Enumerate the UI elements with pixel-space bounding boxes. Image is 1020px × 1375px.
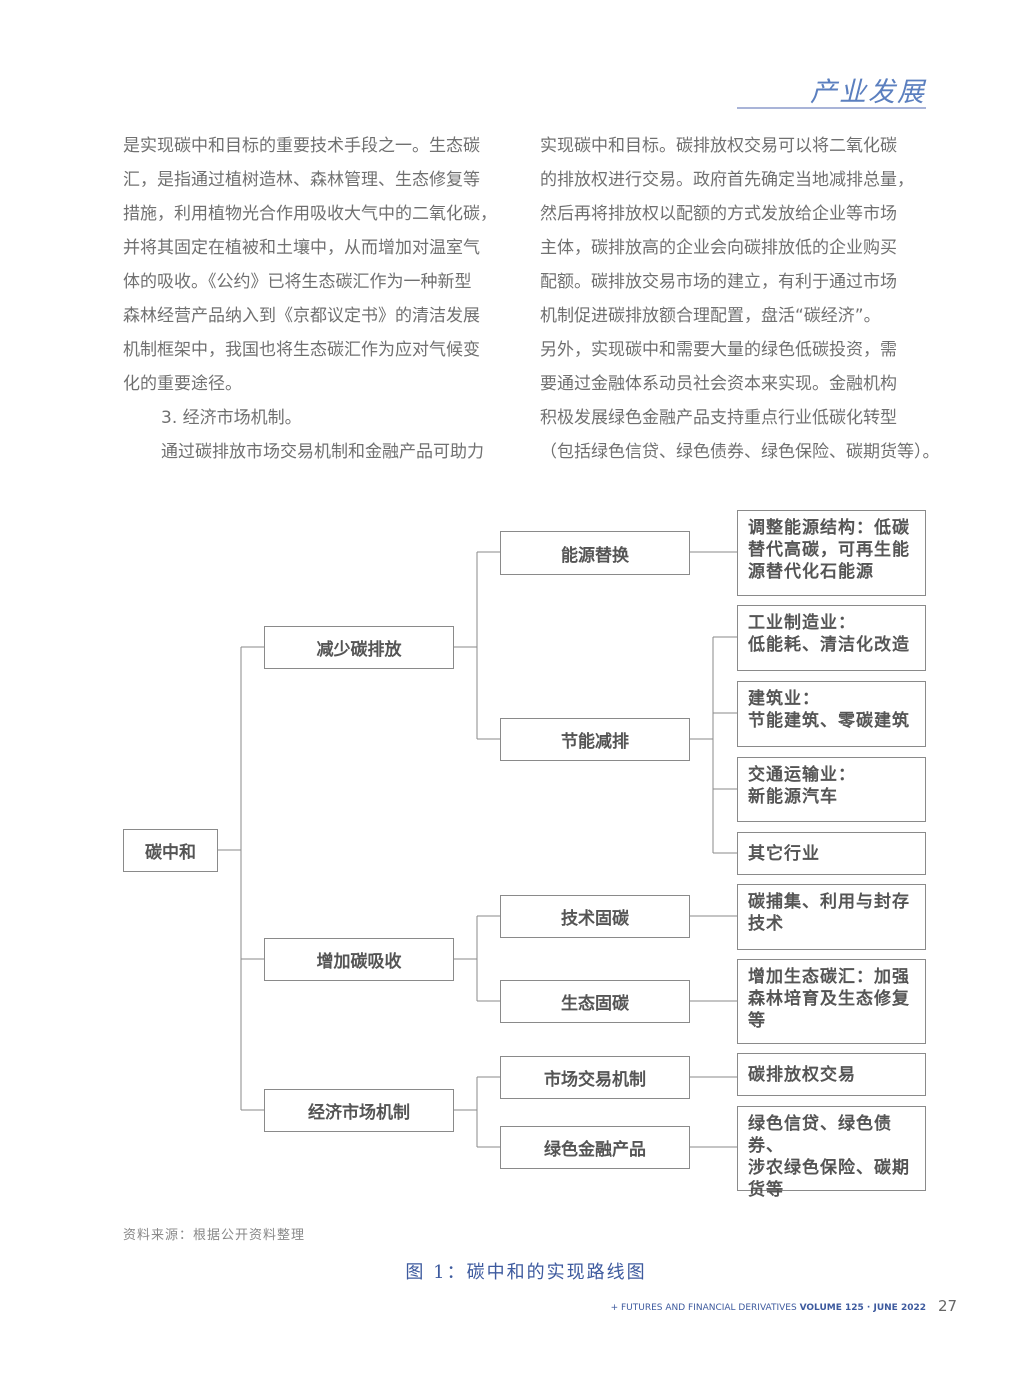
text-line: 配额。碳排放交易市场的建立，有利于通过市场 (540, 272, 897, 292)
node-text-line: 低能耗、清洁化改造 (748, 635, 910, 655)
node-text-line: 技术 (748, 914, 784, 934)
text-line: 措施，利用植物光合作用吸收大气中的二氧化碳， (123, 204, 497, 224)
node-text: 碳排放权交易 (748, 1064, 856, 1086)
node-level3: 绿色信贷、绿色债券、涉农绿色保险、碳期货等 (737, 1106, 926, 1200)
section-divider (737, 107, 926, 109)
node-level1: 减少碳排放 (264, 626, 454, 669)
node-text-line: 节能建筑、零碳建筑 (748, 711, 910, 731)
text-line: 化的重要途径。 (123, 374, 242, 394)
node-level3: 建筑业：节能建筑、零碳建筑 (737, 681, 926, 747)
text-line: 积极发展绿色金融产品支持重点行业低碳化转型 (540, 408, 897, 428)
text-line: 汇，是指通过植树造林、森林管理、生态修复等 (123, 170, 480, 190)
node-level3: 其它行业 (737, 832, 926, 875)
node-level3: 交通运输业：新能源汽车 (737, 757, 926, 822)
text-line: 通过碳排放市场交易机制和金融产品可助力 (161, 442, 484, 462)
text-line: 实现碳中和目标。碳排放权交易可以将二氧化碳 (540, 136, 897, 156)
body-column-right: 实现碳中和目标。碳排放权交易可以将二氧化碳的排放权进行交易。政府首先确定当地减排… (540, 129, 940, 469)
node-text: 碳捕集、利用与封存技术 (748, 891, 917, 935)
node-text-line: 碳排放权交易 (748, 1064, 856, 1085)
text-line: 然后再将排放权以配额的方式发放给企业等市场 (540, 204, 897, 224)
node-level3: 工业制造业：低能耗、清洁化改造 (737, 605, 926, 671)
text-line: 要通过金融体系动员社会资本来实现。金融机构 (540, 374, 897, 394)
node-text: 绿色信贷、绿色债券、涉农绿色保险、碳期货等 (748, 1113, 917, 1201)
node-text-line: 增加生态碳汇：加强 (748, 967, 910, 987)
body-column-left: 是实现碳中和目标的重要技术手段之一。生态碳汇，是指通过植树造林、森林管理、生态修… (123, 129, 513, 469)
node-level2: 技术固碳 (500, 895, 690, 938)
text-line: 主体，碳排放高的企业会向碳排放低的企业购买 (540, 238, 897, 258)
node-text-line: 森林培育及生态修复 (748, 989, 910, 1009)
node-text: 建筑业：节能建筑、零碳建筑 (748, 688, 917, 732)
page-number: 27 (938, 1297, 958, 1315)
node-level3: 增加生态碳汇：加强森林培育及生态修复等 (737, 959, 926, 1044)
node-text-line: 建筑业： (748, 689, 820, 709)
node-level2: 绿色金融产品 (500, 1126, 690, 1169)
node-text-line: 源替代化石能源 (748, 562, 874, 582)
text-line: 并将其固定在植被和土壤中，从而增加对温室气 (123, 238, 480, 258)
journal-name: + FUTURES AND FINANCIAL DERIVATIVES (610, 1303, 797, 1313)
text-line: 是实现碳中和目标的重要技术手段之一。生态碳 (123, 136, 480, 156)
node-root: 碳中和 (123, 829, 218, 872)
node-text-line: 绿色信贷、绿色债券、 (748, 1114, 892, 1156)
node-text: 调整能源结构：低碳替代高碳，可再生能源替代化石能源 (748, 517, 917, 583)
text-line: 的排放权进行交易。政府首先确定当地减排总量， (540, 170, 914, 190)
text-line: 森林经营产品纳入到《京都议定书》的清洁发展 (123, 306, 480, 326)
node-text: 其它行业 (748, 843, 820, 865)
text-line: 体的吸收。《公约》已将生态碳汇作为一种新型 (123, 272, 472, 292)
node-level3: 碳排放权交易 (737, 1053, 926, 1096)
source-note: 资料来源：根据公开资料整理 (123, 1228, 306, 1243)
node-text-line: 其它行业 (748, 843, 820, 864)
text-line: 另外，实现碳中和需要大量的绿色低碳投资，需 (540, 340, 897, 360)
node-text-line: 涉农绿色保险、碳期 (748, 1158, 910, 1178)
node-level1: 增加碳吸收 (264, 938, 454, 981)
node-level3: 调整能源结构：低碳替代高碳，可再生能源替代化石能源 (737, 510, 926, 596)
node-text-line: 替代高碳，可再生能 (748, 540, 910, 560)
figure-caption: 图 1：碳中和的实现路线图 (405, 1262, 647, 1283)
issue-info: VOLUME 125 · JUNE 2022 (799, 1303, 926, 1313)
node-text-line: 货等 (748, 1180, 784, 1200)
node-text: 交通运输业：新能源汽车 (748, 764, 917, 808)
node-level2: 生态固碳 (500, 980, 690, 1023)
node-text: 增加生态碳汇：加强森林培育及生态修复等 (748, 966, 917, 1032)
node-text-line: 工业制造业： (748, 613, 856, 633)
node-text-line: 等 (748, 1011, 766, 1031)
footer-journal: + FUTURES AND FINANCIAL DERIVATIVES VOLU… (611, 1303, 926, 1313)
node-level2: 节能减排 (500, 718, 690, 761)
node-level3: 碳捕集、利用与封存技术 (737, 884, 926, 950)
node-text: 工业制造业：低能耗、清洁化改造 (748, 612, 917, 656)
node-level2: 能源替换 (500, 531, 690, 575)
node-text-line: 交通运输业： (748, 765, 856, 785)
node-text-line: 新能源汽车 (748, 787, 838, 807)
node-level1: 经济市场机制 (264, 1089, 454, 1132)
text-line: 3. 经济市场机制。 (161, 408, 302, 428)
text-line: 机制框架中，我国也将生态碳汇作为应对气候变 (123, 340, 480, 360)
text-line: （包括绿色信贷、绿色债券、绿色保险、碳期货等）。 (540, 442, 940, 462)
text-line: 机制促进碳排放额合理配置，盘活“碳经济”。 (540, 306, 881, 326)
node-text-line: 调整能源结构：低碳 (748, 518, 910, 538)
node-text-line: 碳捕集、利用与封存 (748, 892, 910, 912)
section-title: 产业发展 (810, 77, 926, 108)
node-level2: 市场交易机制 (500, 1056, 690, 1099)
